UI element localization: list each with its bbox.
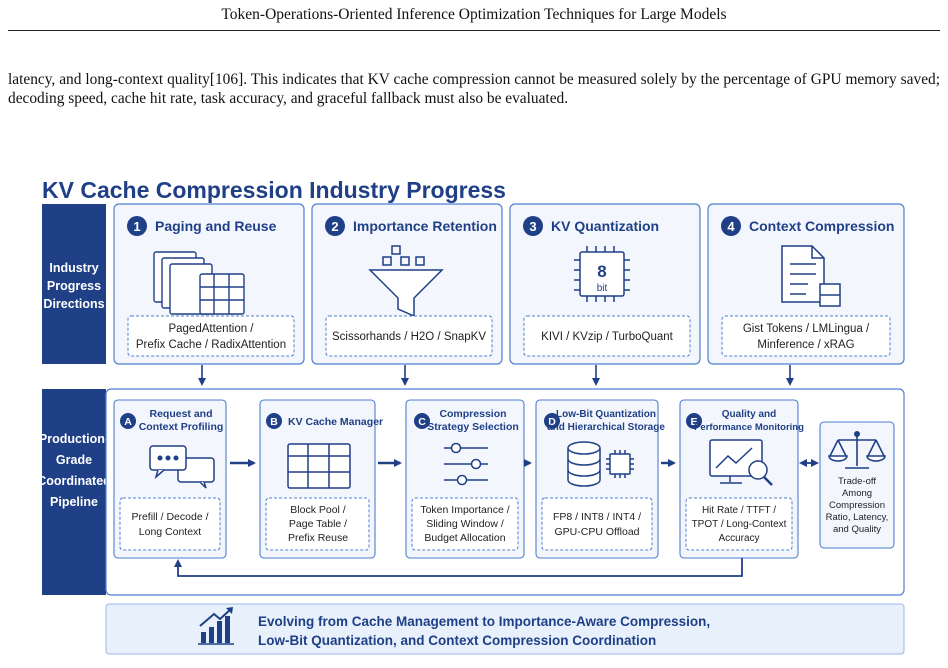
stage-e-card: E Quality and Performance Monitoring Hit…: [679, 399, 804, 559]
direction-panel-paging: 1 Paging and Reuse PagedAttention / Pref…: [113, 203, 305, 365]
pipeline-label-block: [42, 389, 106, 595]
stage-title-line: Low-Bit Quantization: [556, 409, 656, 420]
stage-detail-line: Block Pool /: [290, 504, 346, 516]
chip-unit: bit: [597, 283, 608, 294]
stage-d-card: D Low-Bit Quantization and Hierarchical …: [535, 399, 665, 559]
stage-detail-line: Hit Rate / TTFT /: [702, 505, 776, 516]
direction-to-pipeline-arrows: [198, 365, 794, 386]
stage-title-line: Strategy Selection: [427, 421, 519, 433]
direction-title: Paging and Reuse: [155, 218, 277, 234]
chat-bubbles-icon: [149, 445, 215, 489]
growth-chart-icon: [198, 607, 234, 645]
stage-a-card: A Request and Context Profiling Prefill …: [113, 399, 227, 559]
compressed-document-icon: [781, 245, 841, 307]
stage-detail-line: Long Context: [139, 526, 202, 538]
direction-number: 1: [133, 219, 140, 234]
direction-panel-importance: 2 Importance Retention Scissorhands / H2…: [311, 203, 503, 365]
stage-title-line: Compression: [439, 408, 506, 420]
summary-banner: Evolving from Cache Management to Import…: [105, 603, 905, 655]
direction-examples-line: Minference / xRAG: [757, 339, 854, 351]
stage-letter: D: [548, 416, 556, 428]
stage-detail-line: Token Importance /: [420, 504, 509, 516]
stage-detail-line: FP8 / INT8 / INT4 /: [553, 511, 641, 523]
tradeoff-line: Trade-off: [838, 476, 876, 487]
direction-examples-line: Prefix Cache / RadixAttention: [136, 339, 286, 351]
stage-letter: C: [418, 416, 426, 428]
stage-detail-line: Prefix Reuse: [288, 532, 348, 544]
tradeoff-line: Among: [842, 488, 872, 499]
banner-line: Low-Bit Quantization, and Context Compre…: [258, 633, 656, 648]
pipeline-label-line: Pipeline: [50, 495, 98, 509]
stage-detail-line: Page Table /: [289, 518, 347, 530]
direction-examples-line: Gist Tokens / LMLingua /: [743, 323, 870, 335]
chip-value: 8: [597, 262, 606, 281]
stage-detail-line: Sliding Window /: [426, 518, 504, 530]
stage-c-card: C Compression Strategy Selection Token I…: [405, 399, 525, 559]
tradeoff-line: Compression: [829, 500, 885, 511]
stage-title-line: and Hierarchical Storage: [547, 422, 665, 433]
database-chip-icon: [567, 441, 634, 487]
table-grid-icon: [287, 443, 351, 489]
stage-letter: E: [690, 416, 697, 428]
directions-label-line: Directions: [43, 297, 104, 311]
direction-number: 2: [331, 219, 338, 234]
tradeoff-line: Ratio, Latency,: [826, 512, 889, 523]
body-paragraph: latency, and long-context quality[106]. …: [8, 71, 940, 107]
header-rule: [8, 30, 940, 31]
chip-8bit-icon: [574, 246, 630, 302]
direction-number: 4: [727, 219, 735, 234]
directions-label-line: Progress: [47, 279, 101, 293]
tradeoff-line: and Quality: [833, 524, 881, 535]
stage-letter: A: [124, 416, 132, 428]
banner-line: Evolving from Cache Management to Import…: [258, 614, 710, 629]
direction-examples-line: Scissorhands / H2O / SnapKV: [332, 331, 486, 343]
direction-title: Importance Retention: [353, 218, 497, 234]
stage-b-card: B KV Cache Manager Block Pool / Page Tab…: [259, 399, 383, 559]
stage-letter: B: [270, 416, 278, 428]
directions-label-line: Industry: [49, 261, 98, 275]
directions-label-block: [42, 204, 106, 364]
direction-examples-line: PagedAttention /: [168, 323, 254, 335]
direction-panel-context: 4 Context Compression Gist Tokens / LMLi…: [707, 203, 905, 365]
figure-title: KV Cache Compression Industry Progress: [42, 177, 506, 203]
stage-detail-line: Accuracy: [718, 533, 759, 544]
pipeline-label-line: Coordinated: [37, 474, 111, 488]
stage-title-line: KV Cache Manager: [288, 416, 383, 428]
kv-cache-figure: KV Cache Compression Industry Progress I…: [30, 166, 920, 663]
direction-examples-line: KIVI / KVzip / TurboQuant: [541, 331, 673, 343]
tradeoff-box: Trade-off Among Compression Ratio, Laten…: [819, 421, 895, 549]
direction-title: Context Compression: [749, 218, 894, 234]
stage-title-line: Context Profiling: [139, 421, 224, 433]
monitor-chart-icon: [709, 439, 773, 486]
pipeline-label-line: Production-: [39, 432, 109, 446]
stage-title-line: Performance Monitoring: [694, 422, 804, 433]
stage-detail-line: TPOT / Long-Context: [692, 519, 787, 530]
stage-detail-line: GPU-CPU Offload: [555, 526, 640, 538]
stage-title-line: Quality and: [722, 409, 776, 420]
direction-panel-quantization: 3 KV Quantization 8 bit KIVI / KVzip / T…: [509, 203, 701, 365]
feedback-loop-arrow: [174, 558, 743, 577]
stacked-pages-icon: [153, 251, 245, 315]
balance-scale-icon: [828, 430, 886, 469]
direction-number: 3: [529, 219, 536, 234]
running-head: Token-Operations-Oriented Inference Opti…: [221, 6, 727, 23]
stage-title-line: Request and: [149, 408, 212, 420]
stage-detail-line: Prefill / Decode /: [131, 511, 208, 523]
stage-detail-line: Budget Allocation: [424, 532, 505, 544]
pipeline-label-line: Grade: [56, 453, 92, 467]
direction-title: KV Quantization: [551, 218, 659, 234]
sliders-icon: [444, 442, 488, 486]
